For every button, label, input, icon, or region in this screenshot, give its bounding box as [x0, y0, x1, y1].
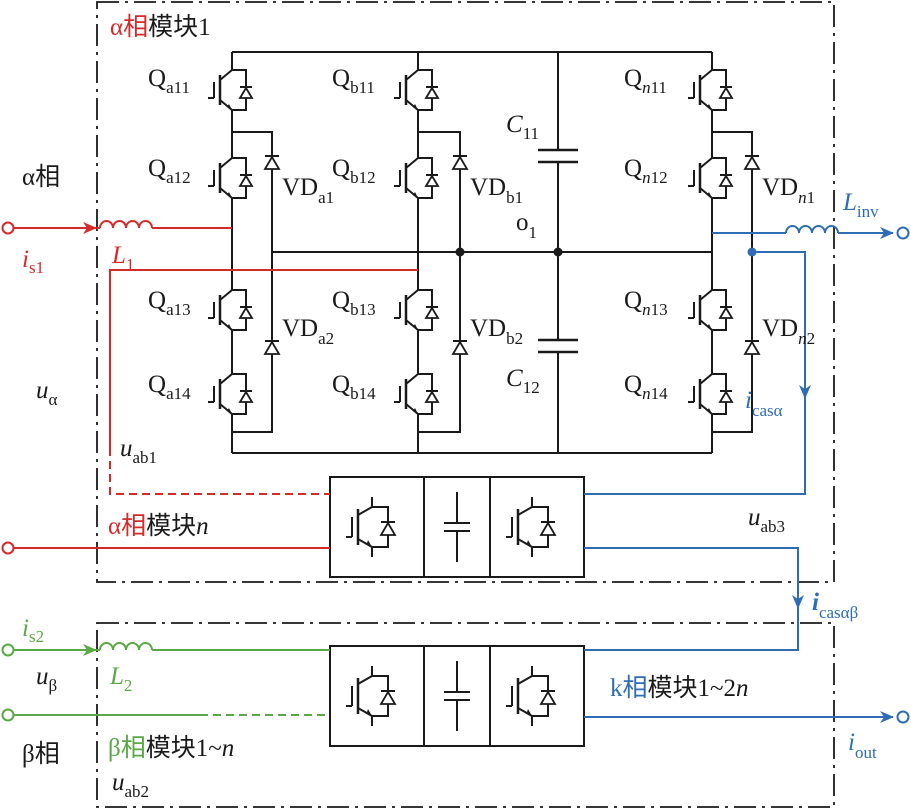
alpha-terminals — [1, 221, 15, 555]
switch-qb11 — [392, 58, 440, 122]
diode-vdb1 — [452, 155, 468, 170]
label-qn14: Qn14 — [624, 371, 668, 403]
inductor-linv — [785, 225, 839, 234]
switch-qa14 — [206, 362, 254, 426]
module-title-k: k相模块1~2n — [610, 674, 749, 702]
diode-vda2 — [264, 340, 280, 355]
output-wiring — [584, 227, 894, 723]
diode-vdn2 — [744, 340, 760, 355]
switch-qa11 — [206, 58, 254, 122]
label-qn11: Qn11 — [624, 65, 667, 97]
label-is2: is2 — [22, 615, 44, 646]
switch-qa12 — [206, 146, 254, 210]
label-u-ab1: uab1 — [120, 435, 157, 467]
alpha-module-n — [328, 475, 586, 579]
alpha-input-wiring — [14, 222, 418, 549]
label-node-o1: o1 — [516, 209, 537, 242]
label-qb14: Qb14 — [332, 371, 376, 403]
label-icas-alphabeta: icasαβ — [812, 589, 858, 622]
label-u-alpha: uα — [36, 377, 58, 409]
igbt-switches — [206, 58, 734, 426]
clamp-diodes — [264, 155, 760, 355]
switch-qn14 — [686, 362, 734, 426]
module-title-alpha-n: α相模块n — [108, 512, 209, 540]
label-qn12: Qn12 — [624, 155, 668, 187]
label-qa14: Qa14 — [148, 371, 191, 403]
label-vdb2: VDb2 — [470, 315, 523, 348]
label-linv: Linv — [842, 189, 879, 221]
label-l2: L2 — [109, 663, 132, 695]
label-qa13: Qa13 — [148, 287, 191, 319]
module-title-beta: β相模块1~n — [108, 734, 234, 762]
capacitor-c12 — [538, 338, 578, 354]
label-c11: C11 — [506, 111, 539, 143]
label-vda2: VDa2 — [282, 315, 334, 348]
diode-vdb2 — [452, 340, 468, 355]
label-c12: C12 — [506, 365, 540, 397]
label-vdn2: VDn2 — [762, 315, 815, 348]
label-iout: iout — [848, 729, 877, 762]
label-is1: is1 — [22, 246, 44, 277]
label-qb13: Qb13 — [332, 287, 376, 319]
label-icas-alpha: icasα — [745, 387, 783, 420]
diode-vda1 — [264, 155, 280, 170]
label-qb12: Qb12 — [332, 155, 376, 187]
label-vdb1: VDb1 — [470, 174, 523, 207]
beta-module — [328, 644, 586, 748]
label-vdn1: VDn1 — [762, 174, 815, 207]
switch-qn11 — [686, 58, 734, 122]
label-vda1: VDa1 — [282, 174, 334, 207]
label-qa11: Qa11 — [148, 65, 190, 97]
label-l1: L1 — [111, 242, 134, 274]
bridge-wiring — [231, 51, 753, 454]
phase-label-beta: β相 — [22, 740, 60, 768]
output-junction-dot — [747, 247, 757, 257]
label-u-beta: uβ — [36, 663, 57, 695]
switch-qb12 — [392, 146, 440, 210]
label-u-ab2: uab2 — [112, 769, 149, 801]
inductor-l2 — [99, 642, 153, 651]
alpha-module-border — [96, 1, 835, 583]
label-u-ab3: uab3 — [748, 504, 785, 536]
diode-vdn1 — [744, 155, 760, 170]
switch-qa13 — [206, 278, 254, 342]
switch-qb14 — [392, 362, 440, 426]
beta-input-wiring — [14, 644, 330, 716]
switch-qb13 — [392, 278, 440, 342]
label-qa12: Qa12 — [148, 155, 191, 187]
beta-terminals — [1, 643, 15, 722]
switch-qn13 — [686, 278, 734, 342]
label-qb11: Qb11 — [332, 65, 375, 97]
capacitor-c11 — [538, 148, 578, 164]
phase-label-alpha: α相 — [22, 163, 60, 191]
junction-dots — [455, 247, 563, 257]
output-terminals — [896, 226, 910, 724]
label-qn13: Qn13 — [624, 287, 668, 319]
module-title-alpha-1: α相模块1 — [110, 13, 211, 41]
switch-qn12 — [686, 146, 734, 210]
inductor-l1 — [99, 220, 153, 229]
